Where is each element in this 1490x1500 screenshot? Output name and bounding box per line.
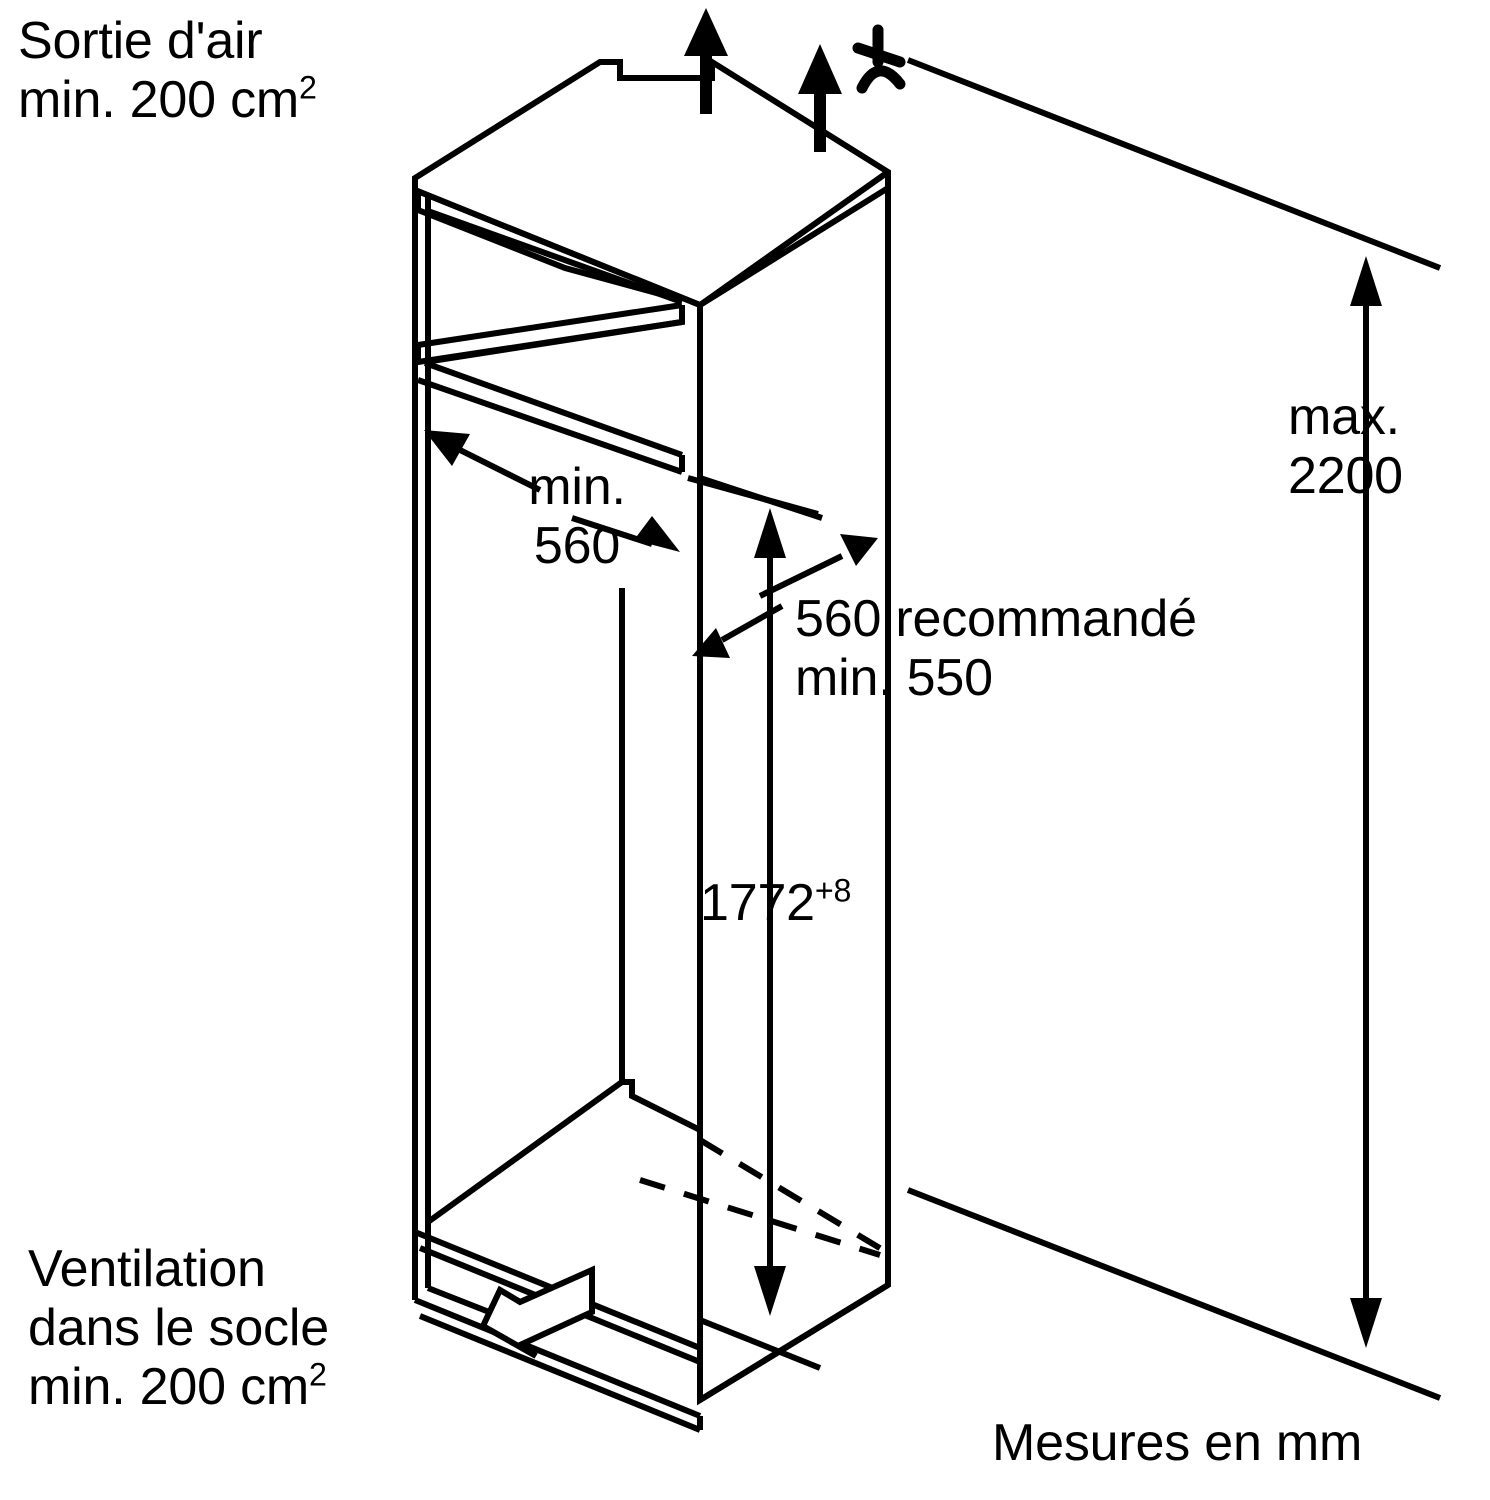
dimension-max-height [906, 57, 1442, 1401]
cabinet-plinth-bottom-diag2 [418, 1313, 702, 1433]
height-arrow-down [754, 1266, 786, 1316]
dimension-niche-width [424, 430, 680, 552]
width-arrow-left [424, 430, 470, 466]
niche-height-tolerance: +8 [814, 872, 852, 909]
width-leader-left [450, 443, 542, 493]
depth-leader-back [758, 553, 844, 599]
cabinet-shelf-under-diag [423, 360, 684, 458]
depth-arrow-front [692, 628, 730, 658]
air-outlet-arrows [684, 8, 842, 152]
air-outlet-exponent: 2 [299, 69, 317, 106]
height-arrow-up [754, 508, 786, 558]
cabinet-plinth-bottom-diag [413, 1297, 702, 1419]
cabinet-right-bottom [698, 1282, 890, 1403]
niche-height-note: 1772+8 [700, 874, 851, 933]
plinth-vent-line-3: min. 200 cm [28, 1357, 310, 1416]
cabinet-shelf-plate-edge [424, 319, 683, 365]
hidden-floor-back-diag [698, 1137, 890, 1256]
ext-line-bottom [906, 1187, 1442, 1401]
depth-arrow-back [840, 534, 878, 566]
hidden-floor-back-left [639, 1177, 881, 1258]
niche-depth-line-2: min. 550 [795, 648, 993, 707]
dim-arrow-up [1350, 256, 1382, 306]
cabinet-outline [412, 56, 891, 1433]
cabinet-shelf-under-diag2 [417, 377, 683, 475]
air-outlet-line-2: min. 200 cm [18, 70, 300, 129]
niche-depth-line-1: 560 recommandé [795, 590, 1197, 648]
cabinet-top-front-rail [413, 187, 702, 308]
niche-width-note: min.560 [497, 458, 657, 576]
plinth-vent-line-1: Ventilation [28, 1240, 266, 1298]
hollow-arrow-icon [479, 1265, 595, 1359]
dim-arrow-down [1350, 1298, 1382, 1348]
units-note: Mesures en mm [992, 1414, 1363, 1472]
height-ext-line-top [699, 475, 823, 521]
cabinet-hidden-lines [639, 1137, 890, 1258]
cabinet-floor-top [426, 1079, 702, 1225]
air-outlet-line-1: Sortie d'air [18, 12, 263, 70]
max-height-note: max.2200 [1288, 388, 1403, 506]
width-arrow-right [634, 516, 680, 552]
up-arrow-icon-left [684, 8, 728, 114]
max-height-line-1: max. [1288, 388, 1400, 446]
dimension-niche-height [698, 475, 823, 1371]
height-ext-line-bottom [698, 1317, 822, 1371]
break-line-icon [852, 24, 906, 94]
niche-width-line-1: min. [528, 458, 626, 516]
cabinet-shelf-plate-top [417, 302, 683, 348]
ext-line-top [906, 57, 1442, 271]
cabinet-vent-shelf-diag [423, 207, 684, 305]
up-arrow-icon-right [798, 44, 842, 152]
niche-height-value: 1772 [700, 874, 815, 932]
max-height-line-2: 2200 [1288, 446, 1403, 505]
plinth-vent-exponent: 2 [309, 1356, 327, 1393]
niche-width-line-2: 560 [533, 516, 621, 575]
cabinet-right-panel [697, 169, 891, 1406]
plinth-vent-line-2: dans le socle [28, 1298, 329, 1357]
